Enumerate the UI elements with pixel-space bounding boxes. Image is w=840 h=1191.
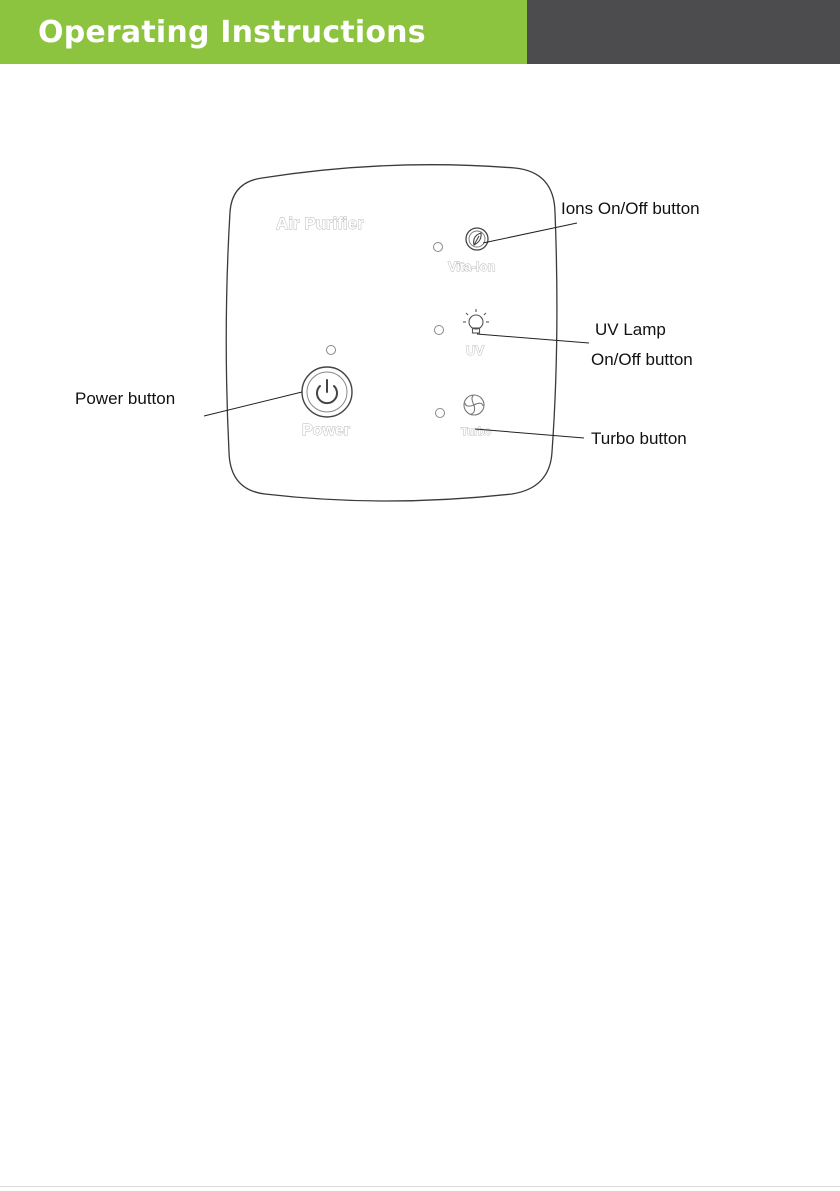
ion-button[interactable] xyxy=(466,228,488,250)
ions-callout: Ions On/Off button xyxy=(561,199,700,218)
uv-callout-line1: UV Lamp xyxy=(595,320,666,339)
panel-brand-label: Air Purifier xyxy=(276,214,364,233)
uv-callout-line2: On/Off button xyxy=(591,350,693,369)
power-indicator-led xyxy=(327,346,336,355)
power-button-label: Power xyxy=(302,422,350,439)
uv-indicator-led xyxy=(435,326,444,335)
power-button[interactable] xyxy=(302,367,352,417)
turbo-callout: Turbo button xyxy=(591,429,687,448)
turbo-button-label: Turbo xyxy=(461,426,492,438)
bottom-divider xyxy=(0,1186,840,1187)
uv-button-label: UV xyxy=(466,343,484,358)
ion-indicator-led xyxy=(434,243,443,252)
ion-button-label: Vita-Ion xyxy=(448,259,495,274)
turbo-indicator-led xyxy=(436,409,445,418)
power-callout: Power button xyxy=(75,389,175,408)
